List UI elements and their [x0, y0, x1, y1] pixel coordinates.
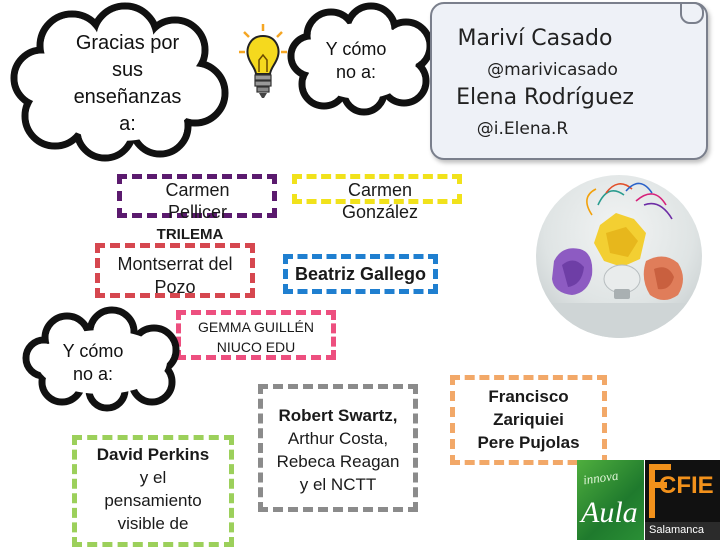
crumpled-paper-lightbulb-photo [536, 175, 702, 338]
cloud-left-text: Gracias por sus enseñanzas a: [40, 30, 215, 138]
box-pellicer-sub: TRILEMA [140, 226, 240, 243]
innova-aula-logo: innova Aula [577, 460, 644, 540]
box-montserrat [95, 243, 255, 298]
box-perkins-text: David Perkins y el pensamiento visible d… [78, 443, 228, 535]
box-perkins-line: pensamiento [104, 491, 202, 510]
box-zariquiei-line: Pere Pujolas [477, 433, 580, 452]
box-gonzalez-line: González [341, 202, 419, 222]
cfie-salamanca-logo: CFIE Salamanca [645, 460, 720, 540]
lightbulb-icon [239, 24, 287, 98]
cloud-mid [22, 306, 180, 412]
cfie-logo-big: CFIE [659, 472, 714, 499]
box-guillen-text: GEMMA GUILLÉN NIUCO EDU [178, 317, 334, 357]
cloud-top-line: Y cómo [325, 39, 387, 59]
box-gallego [283, 254, 438, 294]
box-montserrat-line: Pozo [154, 277, 196, 297]
box-montserrat-line: Montserrat del [117, 254, 233, 274]
box-perkins-title: David Perkins [96, 445, 210, 464]
box-zariquiei [450, 375, 607, 465]
box-swartz-title: Robert Swartz, [278, 406, 398, 425]
cfie-logo-small: Salamanca [649, 524, 705, 536]
cloud-top-line: no a: [335, 62, 377, 82]
box-swartz [258, 384, 418, 512]
cloud-left-line: Gracias por [75, 32, 180, 54]
box-gonzalez-line: Carmen [347, 180, 413, 200]
box-gonzalez-text: Carmen González [300, 179, 460, 223]
box-perkins-line: visible de [117, 514, 189, 533]
box-swartz-line: Rebeca Reagan [276, 452, 400, 471]
box-zariquiei-line: Francisco [488, 387, 569, 406]
scroll-name-1: Mariví Casado [457, 26, 613, 51]
scroll-name-2: Elena Rodríguez [456, 85, 634, 110]
cloud-left-line: sus [111, 59, 144, 81]
box-swartz-line: y el NCTT [299, 475, 377, 494]
scroll-handle-1: @marivicasado [487, 60, 618, 80]
cloud-mid-text: Y cómo no a: [38, 340, 148, 386]
box-zariquiei-text: Francisco Zariquiei Pere Pujolas [452, 385, 605, 454]
box-gallego-text: Beatriz Gallego [294, 264, 427, 284]
box-zariquiei-line: Zariquiei [493, 410, 564, 429]
aula-logo-big: Aula [581, 496, 638, 529]
names-scroll [430, 2, 708, 160]
box-pellicer-line: Carmen [165, 180, 230, 200]
box-swartz-text: Robert Swartz, Arthur Costa, Rebeca Reag… [262, 404, 414, 496]
scroll-roll [680, 2, 704, 24]
box-pellicer [117, 174, 277, 218]
box-gonzalez [292, 174, 462, 204]
box-guillen [176, 310, 336, 360]
cloud-left-line: a: [119, 113, 136, 135]
box-pellicer-text: Carmen Pellicer [125, 179, 270, 223]
box-guillen-line: NIUCO EDU [216, 339, 296, 355]
scroll-handle-2: @i.Elena.R [476, 119, 569, 139]
cloud-mid-line: no a: [72, 364, 114, 384]
box-guillen-line: GEMMA GUILLÉN [198, 319, 314, 335]
box-pellicer-line: Pellicer [167, 202, 228, 222]
cloud-top [287, 2, 434, 116]
box-montserrat-text: Montserrat del Pozo [100, 253, 250, 299]
cloud-left-line: enseñanzas [73, 86, 182, 108]
cloud-mid-line: Y cómo [62, 341, 124, 361]
box-swartz-line: Arthur Costa, [287, 429, 389, 448]
cloud-top-text: Y cómo no a: [306, 38, 406, 84]
box-perkins-line: y el [139, 468, 167, 487]
cloud-left [10, 2, 229, 162]
